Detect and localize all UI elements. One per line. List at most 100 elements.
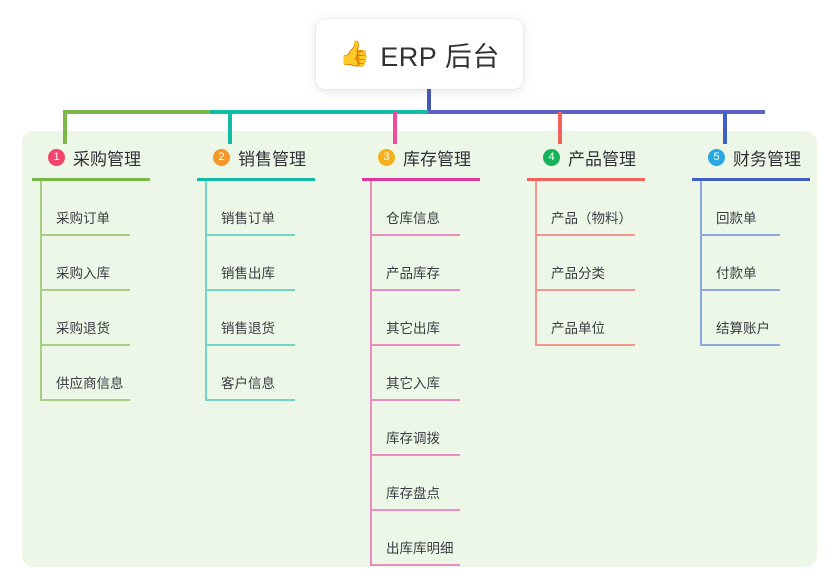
leaf-label: 客户信息 [221,376,275,391]
leaf-item[interactable]: 结算账户 [692,291,810,346]
leaf-underline [40,344,130,346]
column-underline-4 [527,178,645,181]
column-title-5: 财务管理 [733,149,801,169]
root-title: ERP 后台 [380,41,500,72]
leaf-label: 产品库存 [386,266,440,281]
leaf-underline [370,564,460,566]
root-node[interactable]: 👍 ERP 后台 [316,19,523,89]
leaf-label: 出库库明细 [386,541,454,556]
leaf-underline [40,234,130,236]
column-underline-1 [32,178,150,181]
column-title-2: 销售管理 [238,149,306,169]
leaf-label: 采购订单 [56,211,110,226]
leaf-underline [370,399,460,401]
leaf-label: 采购退货 [56,321,110,336]
leaf-item[interactable]: 库存调拨 [362,401,480,456]
column-header-2[interactable]: 2 销售管理 [197,145,315,169]
column-badge-3: 3 [378,148,395,166]
leaf-item[interactable]: 销售退货 [197,291,315,346]
column-header-1[interactable]: 1 采购管理 [32,145,150,169]
leaf-label: 供应商信息 [56,376,124,391]
column-badge-1: 1 [48,148,65,166]
leaf-list-2: 销售订单销售出库销售退货客户信息 [197,181,315,401]
trunk-segment-teal [210,110,428,114]
column-5: 5 财务管理回款单付款单结算账户 [692,145,810,346]
leaf-item[interactable]: 其它入库 [362,346,480,401]
leaf-label: 采购入库 [56,266,110,281]
leaf-label: 销售出库 [221,266,275,281]
leaf-underline [205,399,295,401]
leaf-item[interactable]: 客户信息 [197,346,315,401]
leaf-list-1: 采购订单采购入库采购退货供应商信息 [32,181,150,401]
leaf-item[interactable]: 产品库存 [362,236,480,291]
column-1: 1 采购管理采购订单采购入库采购退货供应商信息 [32,145,150,401]
leaf-list-3: 仓库信息产品库存其它出库其它入库库存调拨库存盘点出库库明细 [362,181,480,566]
leaf-item[interactable]: 产品（物料） [527,181,645,236]
leaf-item[interactable]: 出库库明细 [362,511,480,566]
column-2: 2 销售管理销售订单销售出库销售退货客户信息 [197,145,315,401]
leaf-label: 产品分类 [551,266,605,281]
leaf-list-4: 产品（物料） 产品分类产品单位 [527,181,645,346]
leaf-label: 回款单 [716,211,757,226]
leaf-underline [535,234,635,236]
leaf-item[interactable]: 销售出库 [197,236,315,291]
column-4: 4 产品管理产品（物料） 产品分类产品单位 [527,145,645,346]
leaf-underline [370,289,460,291]
leaf-spine-1 [40,181,42,401]
trunk-segment-green [63,110,210,114]
leaf-spine-2 [205,181,207,401]
column-badge-2: 2 [213,148,230,166]
leaf-item[interactable]: 付款单 [692,236,810,291]
leaf-item[interactable]: 产品分类 [527,236,645,291]
leaf-underline [700,344,780,346]
leaf-spine-5 [700,181,702,346]
leaf-underline [205,289,295,291]
branch-stub-1 [63,112,67,144]
leaf-label: 库存盘点 [386,486,440,501]
column-underline-2 [197,178,315,181]
leaf-list-5: 回款单付款单结算账户 [692,181,810,346]
column-badge-4: 4 [543,148,560,166]
leaf-label: 付款单 [716,266,757,281]
leaf-item[interactable]: 其它出库 [362,291,480,346]
leaf-underline [40,399,130,401]
branch-stub-3 [393,112,397,144]
leaf-item[interactable]: 仓库信息 [362,181,480,236]
leaf-item[interactable]: 产品单位 [527,291,645,346]
branch-stub-5 [723,112,727,144]
leaf-item[interactable]: 采购订单 [32,181,150,236]
leaf-underline [205,344,295,346]
thumbs-up-icon: 👍 [339,39,371,68]
leaf-underline [535,344,635,346]
column-title-1: 采购管理 [73,149,141,169]
leaf-label: 产品（物料） [551,211,632,226]
leaf-item[interactable]: 销售订单 [197,181,315,236]
leaf-underline [370,454,460,456]
leaf-underline [370,234,460,236]
leaf-underline [700,234,780,236]
column-header-4[interactable]: 4 产品管理 [527,145,645,169]
branch-stub-4 [558,112,562,144]
leaf-item[interactable]: 采购退货 [32,291,150,346]
leaf-underline [700,289,780,291]
root-stem-connector [427,86,431,112]
leaf-item[interactable]: 供应商信息 [32,346,150,401]
leaf-label: 产品单位 [551,321,605,336]
content-panel [22,131,817,567]
leaf-underline [40,289,130,291]
trunk-segment-blue [428,110,765,114]
column-header-5[interactable]: 5 财务管理 [692,145,810,169]
leaf-underline [370,344,460,346]
leaf-underline [535,289,635,291]
column-underline-3 [362,178,480,181]
leaf-spine-3 [370,181,372,566]
leaf-spine-4 [535,181,537,346]
leaf-label: 库存调拨 [386,431,440,446]
leaf-item[interactable]: 库存盘点 [362,456,480,511]
column-badge-5: 5 [708,148,725,166]
leaf-item[interactable]: 采购入库 [32,236,150,291]
leaf-item[interactable]: 回款单 [692,181,810,236]
column-title-4: 产品管理 [568,149,636,169]
